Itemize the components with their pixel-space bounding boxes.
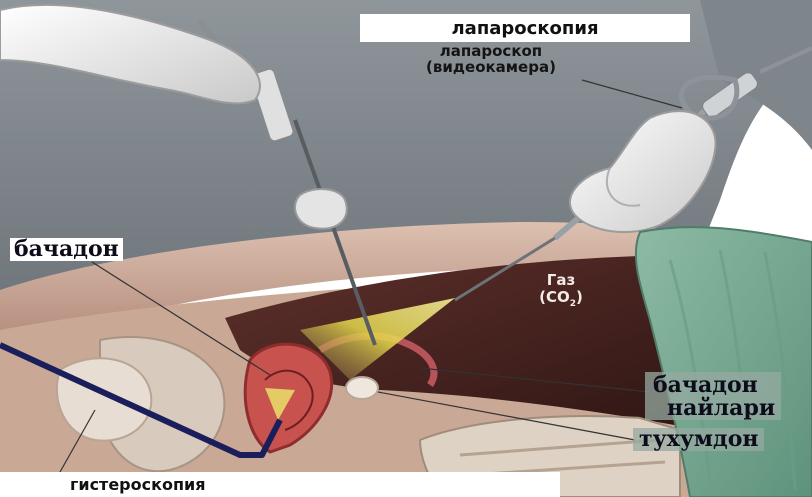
label-laparoscopy: лапароскопия <box>360 14 690 42</box>
label-fallopian-tubes: бачадон найлари <box>645 372 781 420</box>
bladder <box>57 358 151 440</box>
ovary-shape <box>346 377 378 399</box>
label-hysteroscopy: гистероскопия <box>0 472 560 497</box>
label-co2: (CO2) <box>526 289 596 309</box>
label-uterus: бачадон <box>10 238 123 261</box>
label-laparoscope: лапароскоп (видеокамера) <box>396 44 586 76</box>
label-gas: Газ (CO2) <box>526 272 596 310</box>
label-ovary: тухумдон <box>633 428 764 451</box>
